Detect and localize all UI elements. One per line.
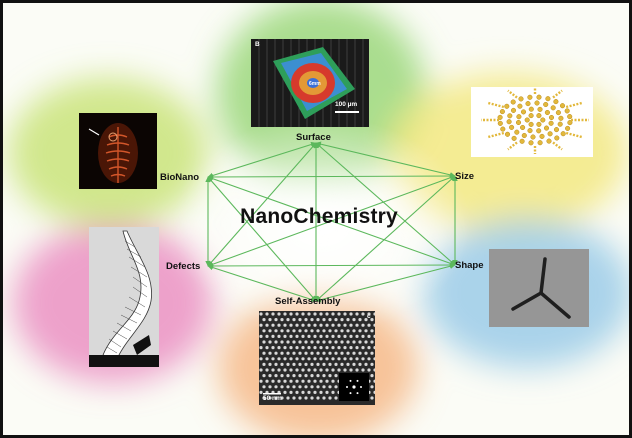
arrow-surface-bionano: [207, 141, 317, 179]
arrow-shape-self_assembly: [315, 263, 456, 303]
diagram-title: NanoChemistry: [240, 205, 398, 228]
assembly-panel-letter: c: [367, 313, 371, 320]
assembly-scale-label: 50 nm: [263, 395, 282, 402]
defects-photo: [89, 227, 159, 367]
self-assembly-photo: c 50 nm: [259, 311, 375, 405]
shape-photo: [489, 249, 589, 327]
node-shape: Shape: [455, 260, 484, 271]
node-surface: Surface: [296, 132, 331, 143]
arrow-self_assembly-bionano: [207, 176, 317, 302]
node-bionano: BioNano: [160, 172, 200, 183]
surface-panel-letter: B: [255, 41, 260, 48]
arrow-network: [205, 141, 458, 303]
surface-overlay-label: 6mm: [309, 81, 321, 87]
size-photo: [471, 87, 593, 157]
node-self-assembly: Self-Assembly: [275, 296, 341, 307]
surface-photo: B 6mm 100 µm: [251, 39, 369, 127]
node-size: Size: [455, 171, 475, 182]
bionano-photo: [79, 113, 157, 189]
surface-scale-label: 100 µm: [335, 101, 358, 108]
node-defects: Defects: [166, 261, 201, 272]
